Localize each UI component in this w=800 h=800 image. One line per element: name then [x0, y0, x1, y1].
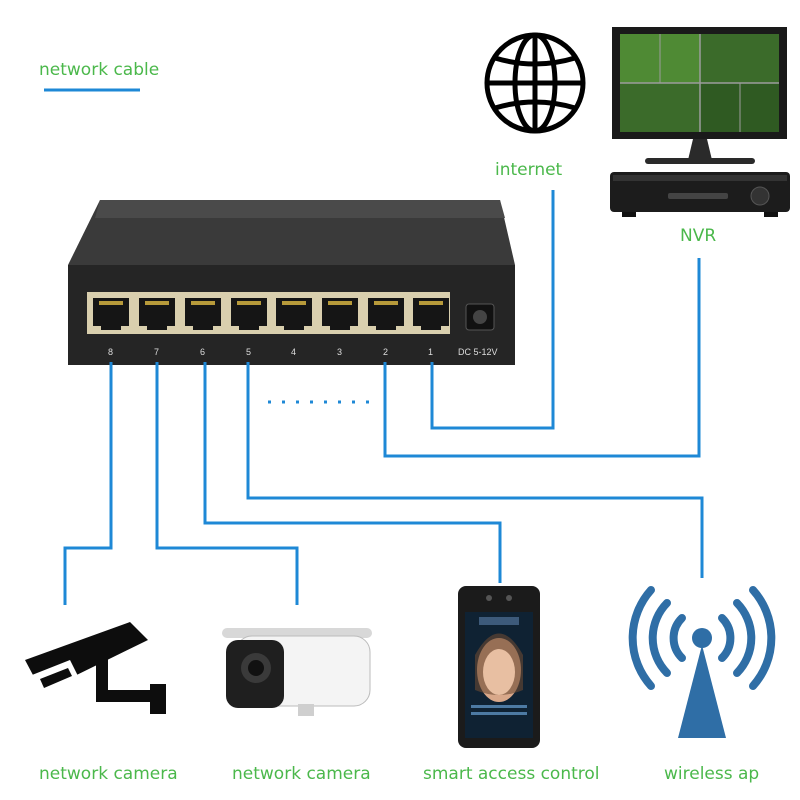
rj45-port-3: [322, 298, 358, 330]
legend-label: network cable: [39, 60, 160, 80]
rj45-port-8: [93, 298, 129, 330]
port-number-8: 8: [108, 347, 113, 357]
port-number-5: 5: [246, 347, 251, 357]
rj45-port-6: [185, 298, 221, 330]
face-terminal-icon: [458, 586, 540, 748]
cable-port1-internet: [430, 190, 555, 430]
nvr-label: NVR: [680, 226, 717, 246]
network-cables: [63, 190, 704, 605]
port-number-7: 7: [154, 347, 159, 357]
port-number-4: 4: [291, 347, 296, 357]
port-number-2: 2: [383, 347, 388, 357]
cable-port7-camera2: [155, 362, 299, 605]
monitor-nvr-icon: [610, 27, 790, 217]
cable-port6-access: [203, 362, 502, 583]
cable-port2-nvr: [383, 258, 701, 458]
cable-port5-ap: [246, 362, 704, 578]
camera1-label: network camera: [39, 764, 178, 784]
rj45-port-4: [276, 298, 312, 330]
rj45-port-5: [231, 298, 267, 330]
camera2-label: network camera: [232, 764, 371, 784]
cctv-camera-icon: [25, 622, 166, 714]
wireless-ap-label: wireless ap: [664, 764, 760, 784]
port-number-1: 1: [428, 347, 433, 357]
rj45-port-2: [368, 298, 404, 330]
globe-icon: [484, 32, 586, 134]
access-control-label: smart access control: [423, 764, 600, 784]
port-number-3: 3: [337, 347, 342, 357]
rj45-port-1: [413, 298, 449, 330]
cable-port8-camera1: [63, 362, 113, 605]
port-number-6: 6: [200, 347, 205, 357]
internet-label: internet: [495, 160, 563, 180]
rj45-port-7: [139, 298, 175, 330]
wireless-ap-icon: [628, 586, 776, 738]
ethernet-switch: 8 7 6 5 4 3 2 1 DC 5-12V: [68, 200, 515, 365]
bullet-camera-icon: [222, 628, 372, 716]
power-label: DC 5-12V: [458, 347, 498, 357]
